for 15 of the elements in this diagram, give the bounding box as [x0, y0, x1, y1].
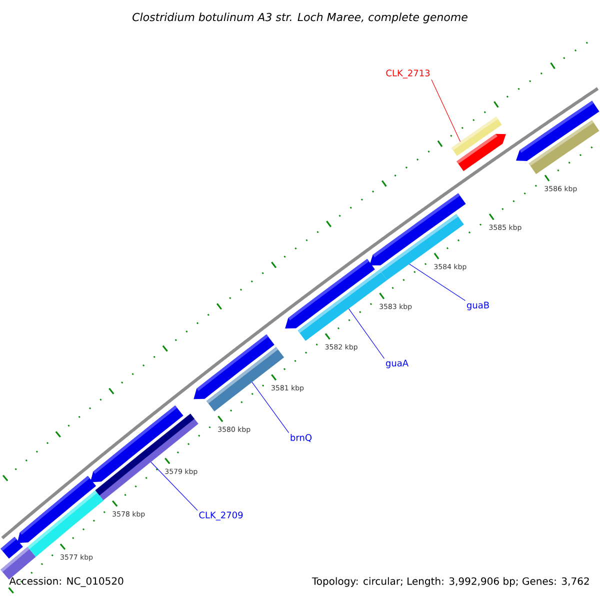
leader-line [409, 264, 466, 301]
genome-info-text: Topology: circular; Length: 3,992,906 bp; Genes: 3,762 [312, 577, 589, 587]
leader-line [348, 308, 385, 359]
leader-line [431, 79, 461, 142]
gene-label: CLK_2709 [199, 512, 243, 520]
gene-label: guaB [466, 302, 489, 310]
title: Clostridium botulinum A3 str. Loch Maree, complete genome [132, 12, 468, 24]
leader-line [150, 462, 198, 511]
gene-bar [451, 116, 502, 156]
leader-line [252, 382, 290, 434]
gene-label: guaA [386, 360, 408, 368]
gene-label: CLK_2713 [386, 70, 430, 78]
gene-bar [95, 414, 198, 500]
accession-text: Accession: NC_010520 [9, 577, 124, 587]
gene-label: brnQ [290, 434, 312, 442]
